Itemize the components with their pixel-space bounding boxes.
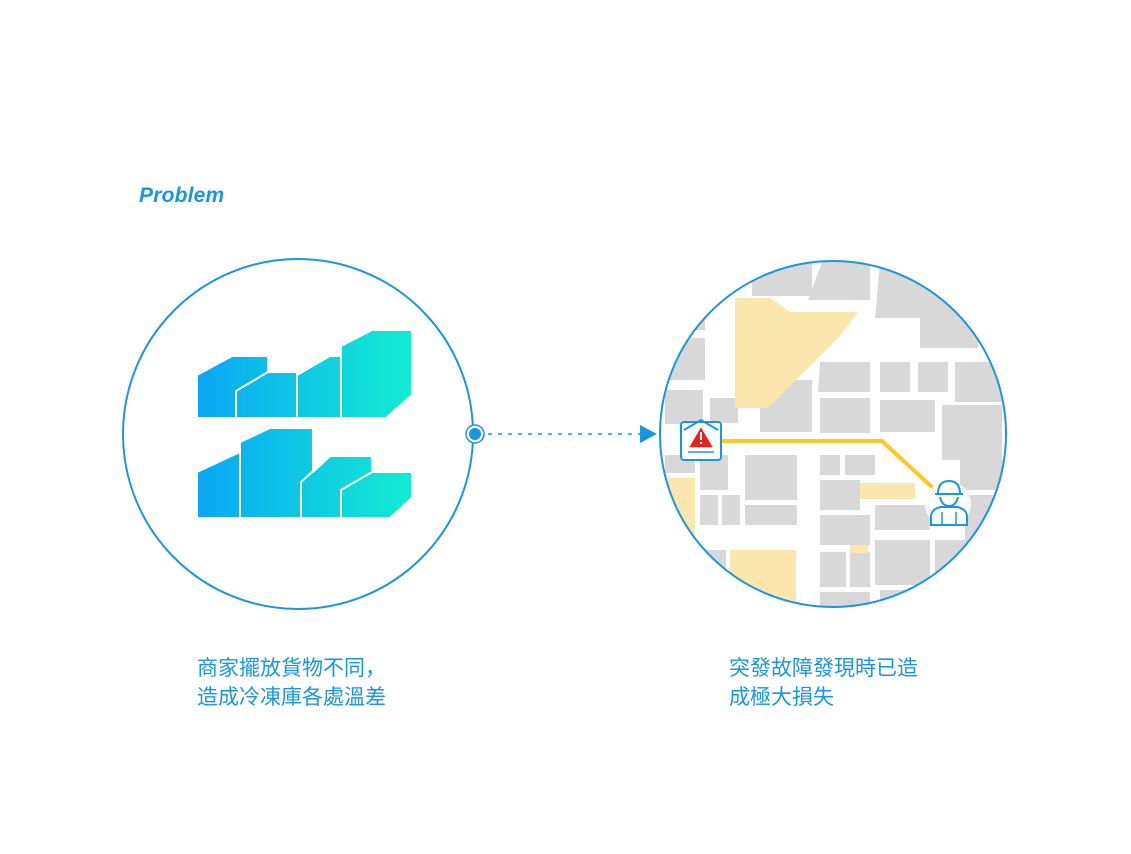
route-line <box>702 439 948 502</box>
caption-left-line-1: 商家擺放貨物不同， <box>197 656 386 680</box>
section-title: Problem <box>139 184 225 207</box>
caption-left: 商家擺放貨物不同， 造成冷凍庫各處溫差 <box>197 654 386 712</box>
freezer-shelves-icon <box>196 329 413 519</box>
left-circle <box>122 258 474 610</box>
caption-left-line-2: 造成冷凍庫各處溫差 <box>197 685 386 709</box>
caption-right-line-2: 成極大損失 <box>729 685 834 709</box>
technician-icon <box>925 479 971 527</box>
caption-right: 突發故障發現時已造 成極大損失 <box>729 654 918 712</box>
connector-arrow <box>465 424 657 444</box>
caption-right-line-1: 突發故障發現時已造 <box>729 656 918 680</box>
map-route-icon <box>660 261 1006 607</box>
arrow-right-icon <box>640 425 657 443</box>
warehouse-warning-icon <box>680 418 722 461</box>
right-circle <box>659 260 1007 608</box>
